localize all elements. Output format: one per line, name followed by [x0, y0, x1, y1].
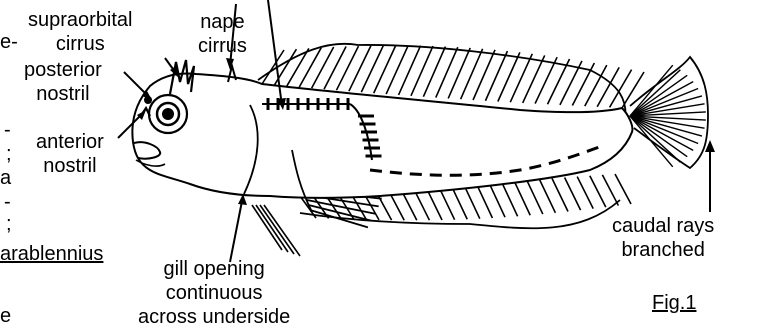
label-caudal-line1: caudal rays	[612, 214, 714, 238]
anal-ray	[577, 177, 593, 209]
label-gill-opening: gill opening continuous across underside	[138, 257, 290, 329]
anal-ray	[489, 183, 505, 217]
figure-label: Fig.1	[652, 291, 696, 315]
dorsal-ray	[436, 47, 458, 97]
label-posterior-nostril: posterior nostril	[24, 58, 102, 106]
anal-ray	[514, 181, 530, 215]
dorsal-ray	[262, 50, 284, 84]
dorsal-ray	[361, 46, 383, 93]
dorsal-ray	[336, 46, 358, 90]
dorsal-ray	[374, 45, 396, 93]
margin-fragment: -	[4, 118, 11, 142]
dorsal-ray	[510, 54, 532, 102]
margin-fragment: ;	[6, 142, 12, 166]
dorsal-ray	[386, 46, 408, 94]
pelvic-fin-rays	[252, 205, 300, 256]
dorsal-ray	[485, 51, 507, 101]
label-anterior-line1: anterior	[36, 130, 104, 154]
dorsal-ray	[461, 49, 483, 99]
anal-ray	[602, 175, 618, 206]
anal-ray	[539, 179, 555, 213]
anal-ray	[552, 178, 568, 211]
pelvic-ray	[260, 205, 294, 254]
margin-fragment: -	[4, 190, 11, 214]
pelvic-ray	[256, 205, 288, 252]
label-gill-line2: continuous	[138, 281, 290, 305]
dorsal-ray	[349, 46, 371, 91]
label-nape-line2: cirrus	[198, 34, 247, 58]
dorsal-ray	[610, 70, 632, 108]
pupil	[162, 108, 174, 120]
dorsal-ray	[448, 48, 470, 99]
label-posterior-line1: posterior	[24, 58, 102, 82]
margin-fragment: ;	[6, 212, 12, 236]
anal-ray	[476, 184, 492, 218]
margin-fragment: e-	[0, 30, 18, 54]
dorsal-ray	[399, 46, 421, 95]
dorsal-ray	[312, 47, 334, 88]
dorsal-ray	[498, 52, 520, 101]
label-gill-line1: gill opening	[138, 257, 290, 281]
dorsal-ray	[473, 50, 495, 100]
label-supraorbital-line2: cirrus	[28, 32, 133, 56]
genus-name-cut: arablennius	[0, 242, 103, 266]
dorsal-ray	[287, 48, 309, 86]
leader-gill	[230, 196, 243, 262]
anal-ray	[527, 180, 543, 214]
dorsal-ray	[423, 47, 445, 97]
label-supraorbital-line1: supraorbital	[28, 8, 133, 32]
label-supraorbital-cirrus: supraorbital cirrus	[28, 8, 133, 56]
margin-fragment: e	[0, 304, 11, 328]
anal-ray	[590, 176, 606, 207]
dorsal-ray	[535, 57, 557, 103]
label-anterior-line2: nostril	[36, 154, 104, 178]
anal-ray	[464, 185, 480, 219]
dorsal-ray	[523, 55, 545, 102]
label-caudal-rays: caudal rays branched	[612, 214, 714, 262]
dorsal-ray	[585, 65, 607, 106]
label-gill-line3: across underside	[138, 305, 290, 329]
dorsal-ray	[324, 47, 346, 90]
label-nape-cirrus: nape cirrus	[198, 10, 247, 58]
anal-ray	[615, 174, 631, 204]
anal-ray	[502, 182, 518, 216]
label-anterior-nostril: anterior nostril	[36, 130, 104, 178]
body-outline	[132, 74, 632, 198]
anal-ray	[565, 178, 581, 211]
label-caudal-line2: branched	[612, 238, 714, 262]
pelvic-ray	[252, 205, 282, 250]
label-posterior-line2: nostril	[24, 82, 102, 106]
dorsal-ray	[411, 46, 433, 96]
caudal-fin-rays	[630, 65, 706, 167]
margin-fragment: a	[0, 166, 11, 190]
label-nape-line1: nape	[198, 10, 247, 34]
